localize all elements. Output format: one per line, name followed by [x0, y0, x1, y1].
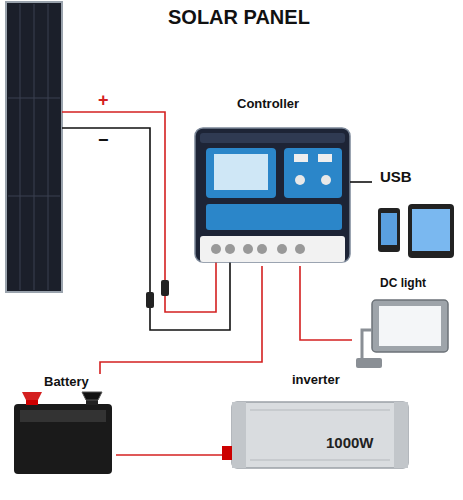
drawing-part [318, 154, 332, 162]
drawing-part [206, 148, 276, 198]
solar-panel [6, 2, 62, 292]
drawing-part [214, 154, 268, 190]
drawing-part [379, 306, 441, 346]
drawing-part [243, 244, 253, 254]
wire [350, 181, 372, 183]
drawing-part [48, 4, 49, 290]
drawing-part [295, 244, 305, 254]
drawing-part [14, 404, 112, 474]
battery [14, 392, 112, 474]
drawing-part [20, 4, 21, 290]
drawing-part [408, 204, 454, 258]
drawing-part [222, 446, 232, 460]
drawing-part [372, 300, 448, 352]
device-label: USB [380, 168, 412, 185]
drawing-part [277, 244, 287, 254]
drawing-part [195, 128, 350, 262]
drawing-part [232, 402, 408, 468]
inverter-body [222, 402, 408, 468]
drawing-part [381, 213, 397, 245]
inverter-node: inverter 1000W [222, 372, 412, 472]
drawing-part [146, 292, 154, 308]
battery-node: Battery [8, 374, 116, 478]
mc4-connectors [146, 280, 169, 308]
drawing-part [8, 98, 60, 99]
drawing-part [321, 175, 331, 185]
drawing-part [394, 402, 408, 468]
drawing-part [356, 358, 382, 368]
flood-light [356, 300, 448, 368]
power-rating: 1000W [326, 434, 374, 451]
usb-devices [378, 204, 454, 258]
drawing-part [362, 330, 374, 360]
drawing-part [257, 244, 267, 254]
drawing-part [211, 244, 221, 254]
drawing-part [295, 175, 305, 185]
drawing-part [200, 236, 345, 262]
drawing-part [8, 196, 60, 197]
device-label: Battery [44, 374, 89, 389]
device-label: inverter [292, 372, 340, 387]
polarity-sign: + [98, 90, 109, 111]
drawing-part [161, 280, 169, 296]
wire [100, 266, 262, 374]
device-label: Controller [237, 96, 299, 111]
drawing-part [412, 209, 450, 251]
device-label: DC light [380, 276, 426, 290]
drawing-part [250, 410, 390, 411]
usb-node: USB [372, 168, 458, 260]
drawing-part [250, 460, 390, 461]
drawing-part [22, 392, 42, 400]
drawing-part [82, 392, 102, 400]
drawing-part [34, 4, 35, 290]
wire [116, 454, 222, 456]
drawing-part [232, 402, 246, 468]
drawing-part [6, 2, 62, 292]
drawing-part [294, 154, 308, 162]
drawing-part [206, 204, 342, 230]
polarity-sign: − [98, 130, 109, 151]
drawing-part [225, 244, 235, 254]
drawing-part [284, 148, 342, 198]
controller-node: Controller [195, 96, 350, 266]
drawing-part [200, 133, 345, 143]
dc-light-node: DC light [352, 276, 458, 376]
wire [300, 266, 352, 340]
drawing-part [378, 208, 400, 252]
diagram-title: SOLAR PANEL [168, 6, 310, 29]
charge-controller [195, 128, 350, 262]
drawing-part [62, 112, 216, 312]
drawing-part [20, 410, 106, 422]
